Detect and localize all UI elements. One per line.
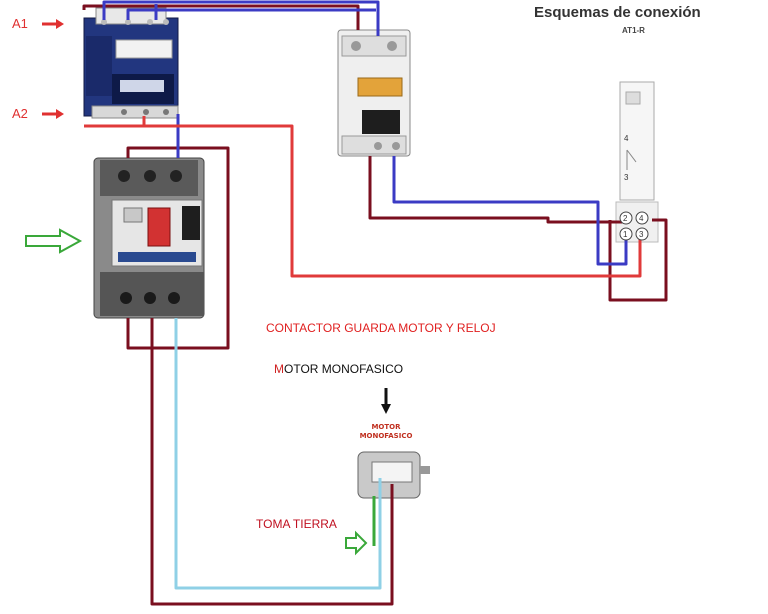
ground-arrow-icon [345,530,368,556]
motor-plate-line1: MOTOR [371,423,401,431]
a1-arrow-icon [42,19,64,29]
down-arrow-icon [381,388,391,414]
a2-arrow-icon [42,109,64,119]
motor-label: MOTOR MONOFASICO [274,362,403,376]
motor-label-rest: OTOR MONOFASICO [284,362,404,376]
motor-protector [93,157,205,319]
page-title: Esquemas de conexión [534,4,701,21]
input-arrow-icon [25,228,83,254]
page-subtitle: AT1-R [622,26,645,35]
timer-terminal-label: 3 [639,230,644,239]
timer-terminal-label: 1 [623,230,628,239]
motor [357,451,430,499]
diagram-caption: CONTACTOR GUARDA MOTOR Y RELOJ [266,321,496,335]
motor-plate-line2: MONOFASICO [359,432,413,440]
a1-label: A1 [12,16,28,31]
wires [82,0,668,606]
contactor [83,7,179,119]
timer-terminal-label: 3 [624,173,629,182]
timer-relay [615,81,659,243]
ground-label: TOMA TIERRA [256,517,337,531]
circuit-breaker [337,29,411,157]
timer-terminal-label: 2 [623,214,628,223]
motor-label-first-letter: M [274,362,284,376]
timer-terminals: 4 3 2 4 1 3 [619,134,649,241]
a2-label: A2 [12,106,28,121]
timer-terminal-label: 4 [639,214,644,223]
timer-terminal-label: 4 [624,134,629,143]
